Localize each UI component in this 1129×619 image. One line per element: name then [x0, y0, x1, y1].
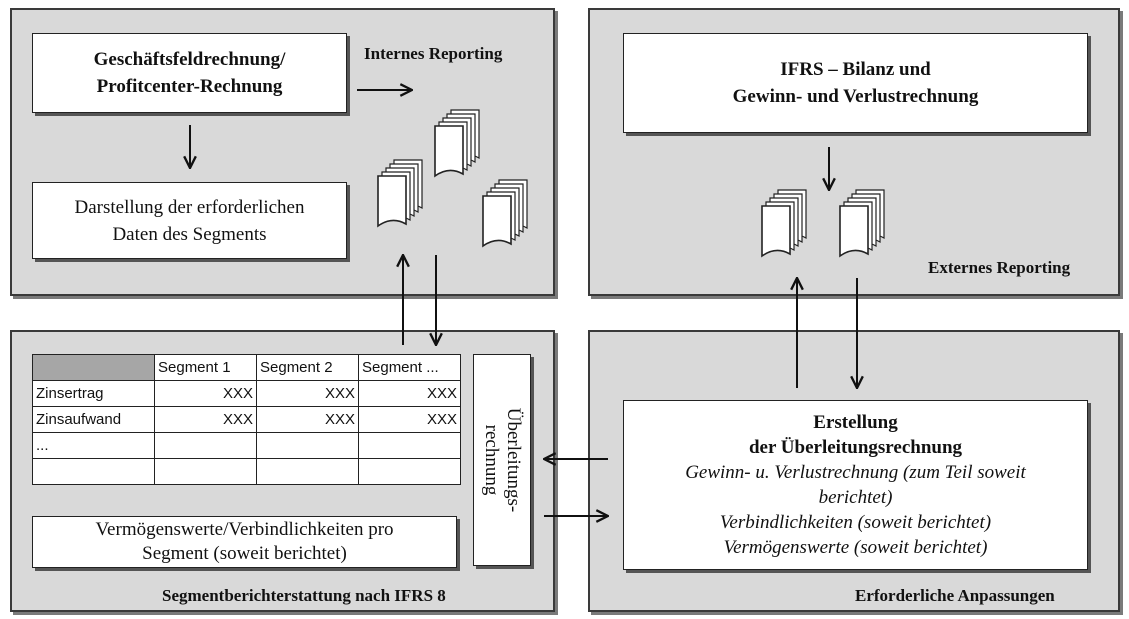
table-cell — [32, 458, 155, 485]
table-row: ... — [32, 432, 461, 459]
table-cell — [154, 432, 257, 459]
document-stack-icon — [482, 179, 528, 247]
segment-reporting-label: Segmentberichterstattung nach IFRS 8 — [162, 586, 446, 605]
darstellung-line1: Darstellung der erforderlichen — [74, 196, 305, 218]
table-header-row: Segment 1 Segment 2 Segment ... — [32, 354, 461, 381]
table-header-cell: Segment ... — [358, 354, 461, 381]
segment-table: Segment 1 Segment 2 Segment ... Zinsertr… — [32, 354, 461, 485]
table-cell — [256, 458, 359, 485]
geschaeftsfeld-box: Geschäftsfeldrechnung/ Profitcenter-Rech… — [32, 33, 347, 113]
erstellung-item1b: berichtet) — [818, 487, 893, 508]
table-cell: ... — [32, 432, 155, 459]
ueberleitung-vertical-box: Überleitungs- rechnung — [473, 354, 531, 566]
table-cell: XXX — [358, 380, 461, 407]
geschaeftsfeld-line1: Geschäftsfeldrechnung/ — [93, 49, 286, 70]
table-cell: XXX — [154, 380, 257, 407]
table-cell: XXX — [358, 406, 461, 433]
adjustments-label: Erforderliche Anpassungen — [855, 586, 1055, 605]
vermoegen-line2: Segment (soweit berichtet) — [142, 543, 347, 564]
erstellung-title2: der Überleitungsrechnung — [748, 437, 963, 458]
external-reporting-label: Externes Reporting — [928, 258, 1071, 277]
ifrs-box: IFRS – Bilanz und Gewinn- und Verlustrec… — [623, 33, 1088, 133]
document-stack-icon — [839, 189, 885, 257]
table-cell: Zinsertrag — [32, 380, 155, 407]
darstellung-line2: Daten des Segments — [112, 223, 267, 245]
table-cell — [256, 432, 359, 459]
table-cell — [358, 432, 461, 459]
vermoegen-line1: Vermögenswerte/Verbindlichkeiten pro — [95, 519, 394, 540]
internal-reporting-label: Internes Reporting — [364, 44, 503, 63]
table-cell: Zinsaufwand — [32, 406, 155, 433]
document-stack-icon — [761, 189, 807, 257]
erstellung-item3: Vermögenswerte (soweit berichtet) — [723, 537, 988, 558]
table-header-cell: Segment 2 — [256, 354, 359, 381]
table-cell: XXX — [154, 406, 257, 433]
erstellung-item1a: Gewinn- u. Verlustrechnung (zum Teil sow… — [685, 462, 1026, 483]
table-row — [32, 458, 461, 485]
erstellung-item2: Verbindlichkeiten (soweit berichtet) — [719, 512, 992, 533]
erstellung-title1: Erstellung — [813, 412, 898, 433]
darstellung-box: Darstellung der erforderlichen Daten des… — [32, 182, 347, 259]
erstellung-box: Erstellung der Überleitungsrechnung Gewi… — [623, 400, 1088, 570]
document-stack-icon — [377, 159, 423, 227]
table-cell — [154, 458, 257, 485]
ifrs-line2: Gewinn- und Verlustrechnung — [732, 86, 979, 107]
table-row: Zinsaufwand XXX XXX XXX — [32, 406, 461, 433]
ifrs-line1: IFRS – Bilanz und — [780, 59, 931, 80]
document-stack-icon — [434, 109, 480, 177]
geschaeftsfeld-line2: Profitcenter-Rechnung — [96, 76, 283, 97]
vermoegen-box: Vermögenswerte/Verbindlichkeiten pro Seg… — [32, 516, 457, 568]
table-cell: XXX — [256, 406, 359, 433]
table-header-cell: Segment 1 — [154, 354, 257, 381]
table-cell — [358, 458, 461, 485]
